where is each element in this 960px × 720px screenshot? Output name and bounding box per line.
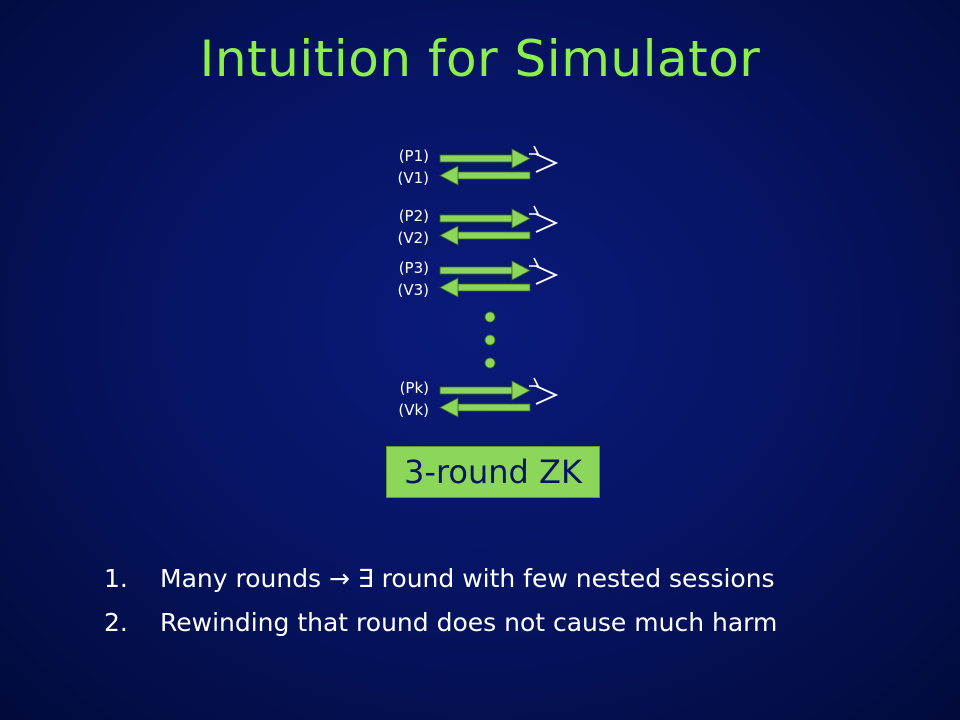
list-item-number: 1. xyxy=(104,563,128,593)
round-3-arrows xyxy=(439,257,557,298)
round-3-verifier-label: (V3) xyxy=(397,281,429,299)
round-1-arrows xyxy=(439,145,557,186)
ellipsis-dot-1 xyxy=(484,311,496,323)
round-2-prover-label: (P2) xyxy=(398,207,429,225)
round-k-verifier-label: (Vk) xyxy=(398,401,429,419)
ellipsis-dot-3 xyxy=(484,357,496,369)
round-2-verifier-label: (V2) xyxy=(397,229,429,247)
list-item: 2. Rewinding that round does not cause m… xyxy=(104,600,924,644)
list-item: 1. Many rounds → ∃ round with few nested… xyxy=(104,556,924,600)
round-k-arrows xyxy=(439,377,557,418)
three-round-zk-box: 3-round ZK xyxy=(386,446,600,498)
ellipsis-dot-2 xyxy=(484,334,496,346)
list-item-text: Rewinding that round does not cause much… xyxy=(160,607,778,637)
slide-title: Intuition for Simulator xyxy=(199,30,761,88)
key-points-list: 1. Many rounds → ∃ round with few nested… xyxy=(104,556,924,644)
list-item-text: Many rounds → ∃ round with few nested se… xyxy=(160,563,775,593)
round-1-prover-label: (P1) xyxy=(398,147,429,165)
round-k-prover-label: (Pk) xyxy=(399,379,429,397)
round-3-prover-label: (P3) xyxy=(398,259,429,277)
list-item-number: 2. xyxy=(104,607,128,637)
round-1-verifier-label: (V1) xyxy=(397,169,429,187)
round-2-arrows xyxy=(439,205,557,246)
